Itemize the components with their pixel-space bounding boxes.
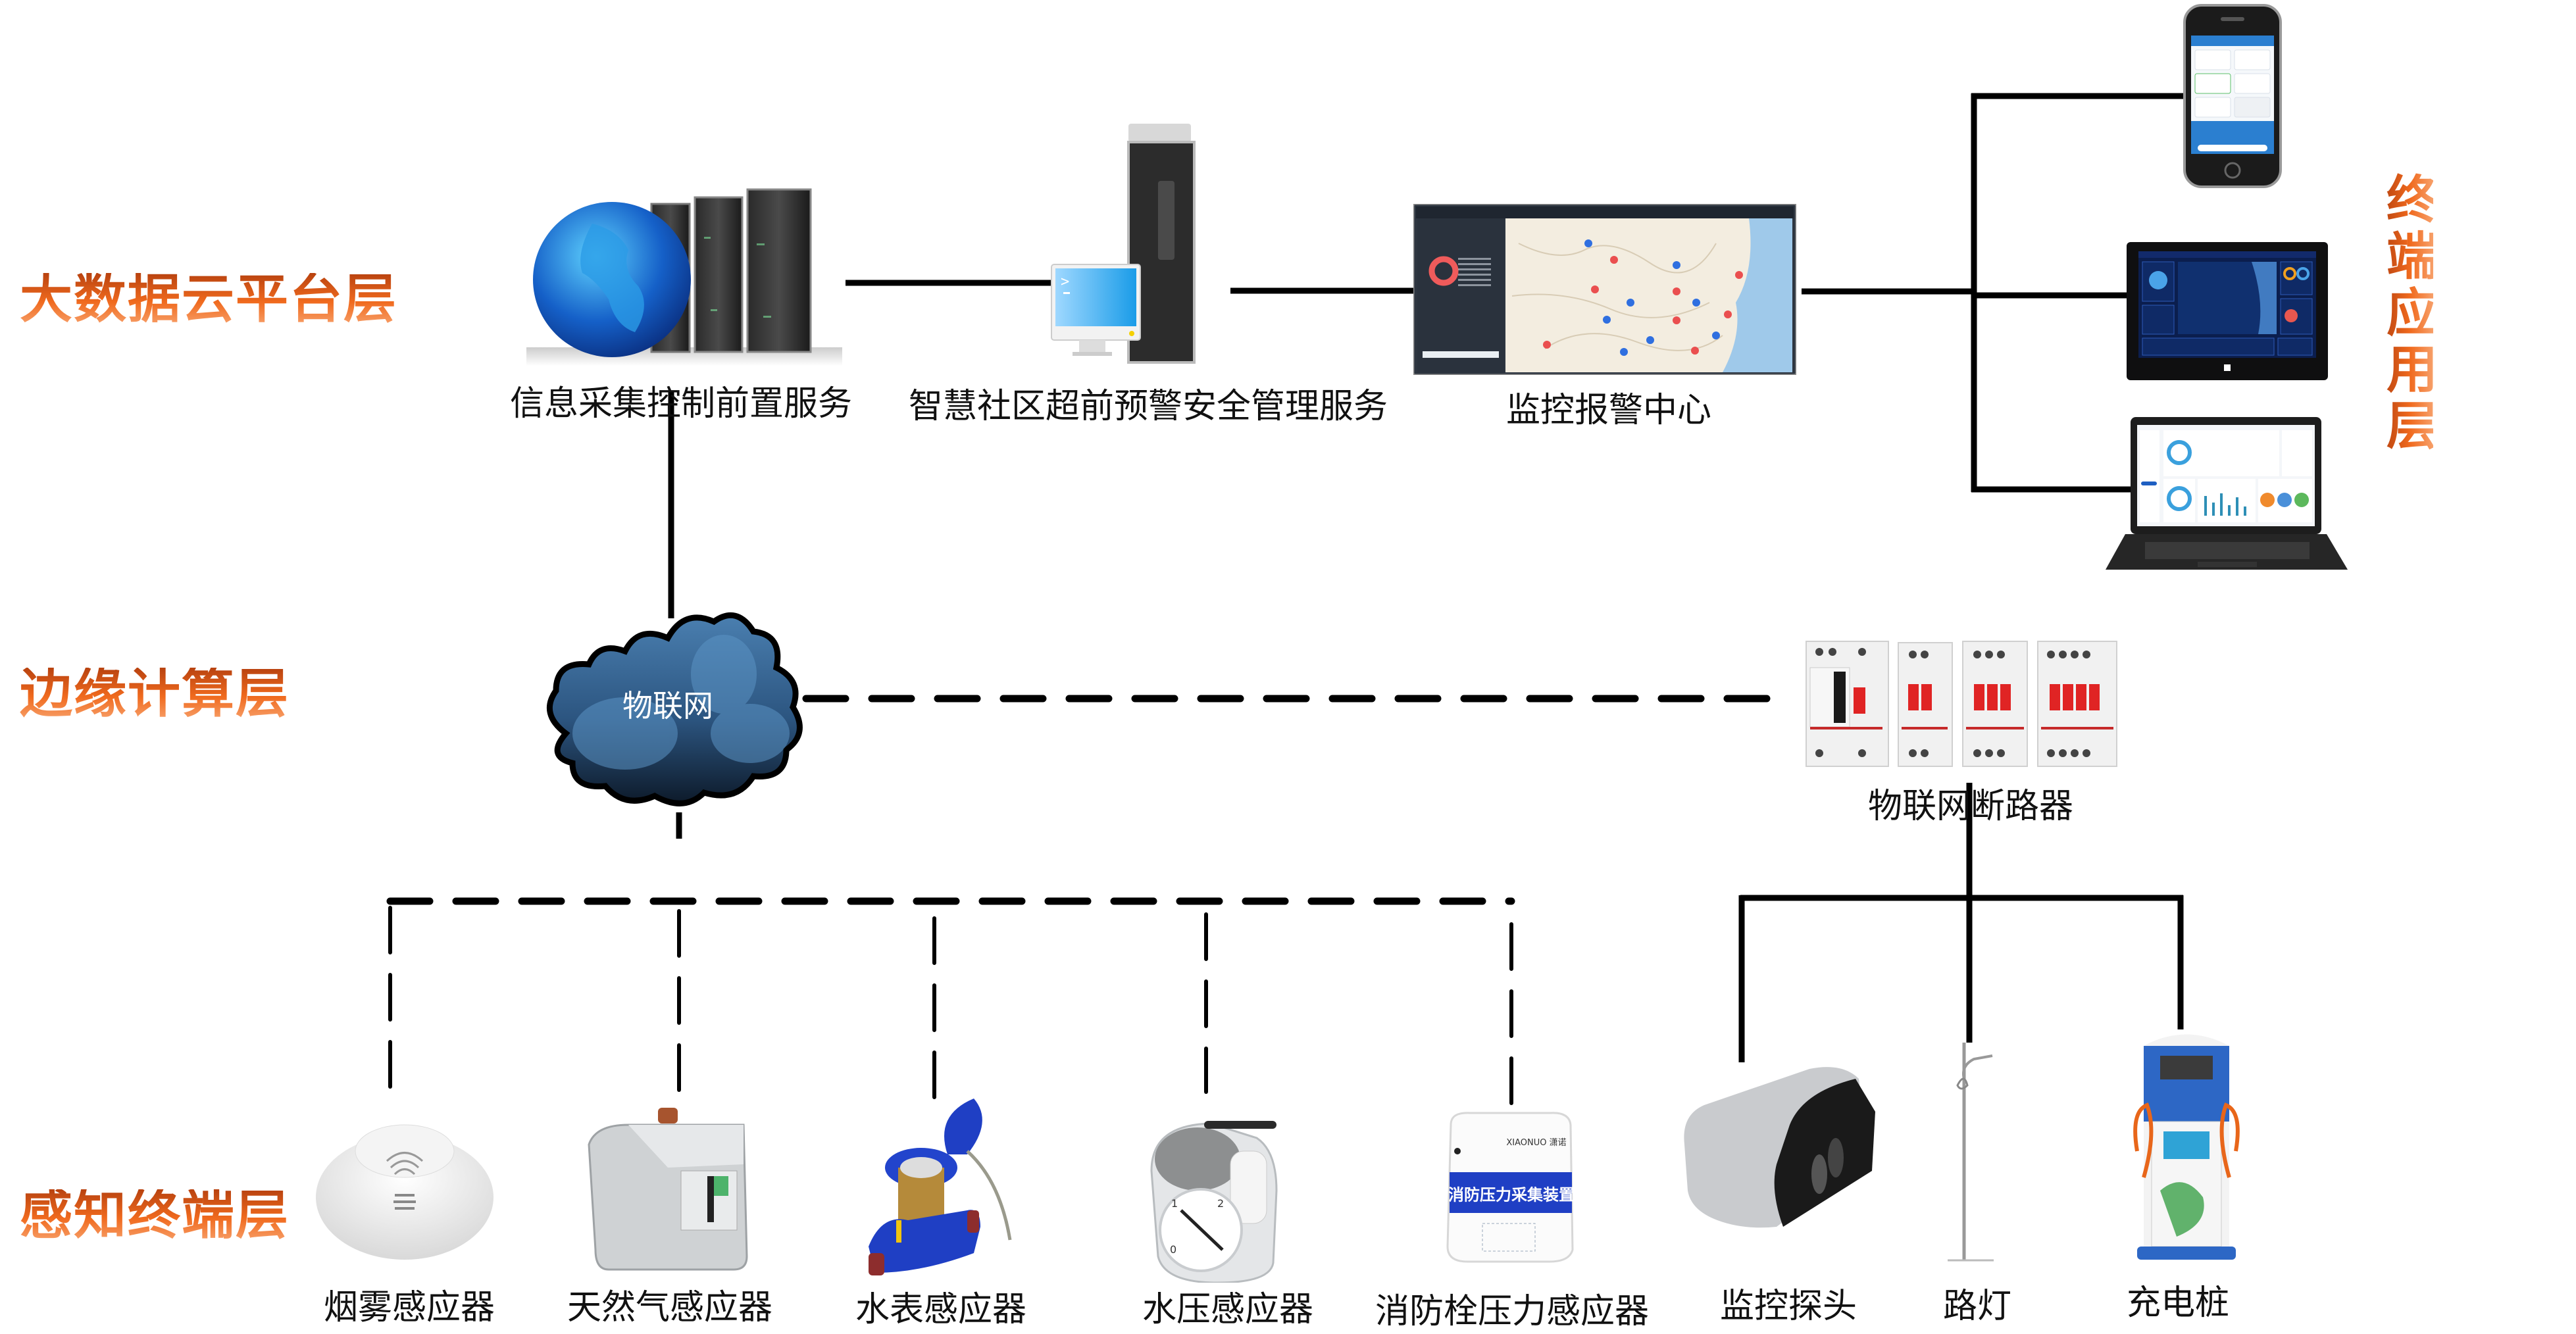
globe-server-rack-icon xyxy=(526,188,842,366)
iot-cloud-node[interactable]: 物联网 xyxy=(526,602,819,816)
laptop-device[interactable] xyxy=(2106,413,2349,578)
pressure-gauge-icon: 1 2 0 xyxy=(1150,1121,1278,1284)
water-meter-label: 水表感应器 xyxy=(855,1290,1027,1329)
gas-meter-icon xyxy=(588,1108,748,1271)
circuit-breaker-icon xyxy=(1806,641,2117,767)
charger-device[interactable] xyxy=(2131,1026,2242,1263)
iot-breaker-label: 物联网断路器 xyxy=(1867,787,2074,826)
hydrant-pressure-box-icon xyxy=(1446,1112,1574,1263)
layer-title-cloud-platform: 大数据云平台层 xyxy=(20,268,397,330)
svg-text:1: 1 xyxy=(1171,1197,1178,1210)
camera-label: 监控探头 xyxy=(1719,1287,1857,1326)
water-pressure-label: 水压感应器 xyxy=(1142,1290,1314,1329)
hydrant-device-text: 消防压力采集装置 xyxy=(1448,1185,1575,1204)
mgmt-server-node[interactable]: > xyxy=(1046,118,1237,368)
monitor-center-node[interactable] xyxy=(1412,203,1798,376)
ev-charger-icon xyxy=(2133,1034,2240,1260)
layer-title-terminal-application: 终端应用层 xyxy=(2378,172,2437,455)
water-meter-device[interactable] xyxy=(869,1095,1026,1279)
map-monitor-screen-icon xyxy=(1412,203,1798,376)
charger-label: 充电桩 xyxy=(2126,1283,2230,1323)
front-server-label: 信息采集控制前置服务 xyxy=(509,384,853,424)
front-server-node[interactable] xyxy=(526,178,842,375)
camera-device[interactable] xyxy=(1678,1059,1888,1237)
security-camera-icon xyxy=(1684,1067,1875,1228)
mgmt-server-label: 智慧社区超前预警安全管理服务 xyxy=(908,387,1388,426)
smoke-detector-icon xyxy=(316,1124,493,1260)
tablet-dashboard-icon xyxy=(2127,242,2328,380)
hydrant-pressure-label: 消防栓压力感应器 xyxy=(1375,1292,1650,1331)
monitor-center-label: 监控报警中心 xyxy=(1505,391,1712,430)
cloud-icon xyxy=(546,612,803,806)
svg-text:2: 2 xyxy=(1217,1197,1224,1210)
svg-text:>: > xyxy=(1061,274,1069,290)
phone-device[interactable] xyxy=(2183,4,2282,188)
water-meter-icon xyxy=(869,1099,1012,1275)
streetlight-device[interactable] xyxy=(1948,1039,1994,1266)
iot-breaker-node[interactable] xyxy=(1793,628,2280,773)
hydrant-brand-text: XIAONUO 潇诺 xyxy=(1506,1138,1567,1148)
layer-title-edge-computing: 边缘计算层 xyxy=(20,663,290,724)
tablet-device[interactable] xyxy=(2127,242,2328,380)
gas-meter-label: 天然气感应器 xyxy=(567,1288,773,1327)
workstation-tower-icon: > xyxy=(1051,124,1196,364)
iot-cloud-label: 物联网 xyxy=(622,688,713,724)
svg-text:0: 0 xyxy=(1170,1243,1176,1256)
water-pressure-device[interactable]: 1 2 0 xyxy=(1138,1112,1303,1284)
layer-title-sensing-terminal: 感知终端层 xyxy=(20,1185,290,1246)
smartphone-icon xyxy=(2183,4,2282,188)
smoke-detector-device[interactable] xyxy=(309,1105,500,1263)
smoke-detector-label: 烟雾感应器 xyxy=(323,1288,495,1327)
laptop-dashboard-icon xyxy=(2106,417,2348,570)
gas-meter-device[interactable] xyxy=(582,1105,767,1276)
streetlight-label: 路灯 xyxy=(1942,1287,2012,1326)
hydrant-pressure-device[interactable]: 消防压力采集装置 XIAONUO 潇诺 xyxy=(1438,1112,1582,1263)
street-light-icon xyxy=(1948,1043,1994,1262)
